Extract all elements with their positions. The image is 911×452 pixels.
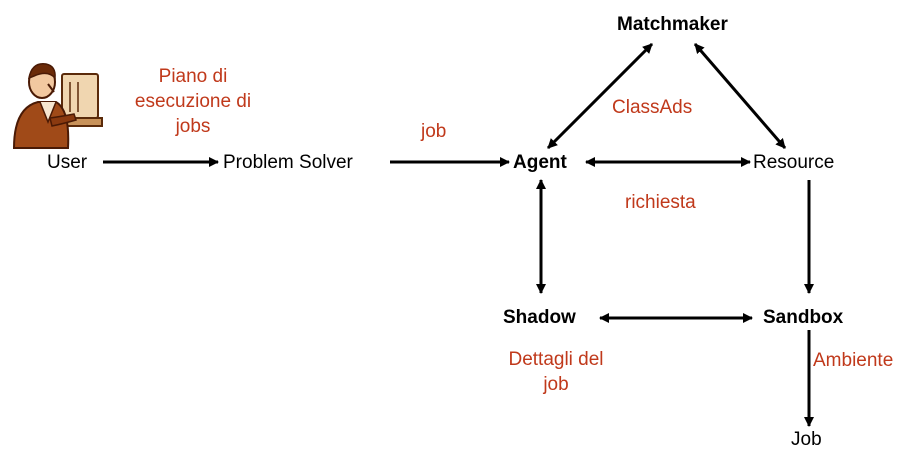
label-job-edge: job [421,121,447,142]
label-dettagli-del-job: Dettagli del job [496,347,616,397]
user-at-computer-icon [12,63,103,149]
label-piano-line-1: Piano di [158,66,228,87]
label-dettagli-line-2: job [543,374,569,395]
edge-matchmaker-resource [693,43,787,149]
label-richiesta: richiesta [625,192,696,213]
node-job: Job [791,429,822,450]
label-dettagli-line-1: Dettagli del [508,349,604,370]
label-piano-line-2: esecuzione di [134,91,252,112]
node-problem-solver: Problem Solver [223,152,353,173]
edge-agent-matchmaker [546,42,654,150]
label-ambiente: Ambiente [813,350,894,371]
node-matchmaker: Matchmaker [617,14,728,35]
label-piano-di-esecuzione: Piano di esecuzione di jobs [128,64,258,139]
label-classads: ClassAds [612,97,693,118]
label-piano-line-3: jobs [175,116,211,137]
node-agent: Agent [513,152,567,173]
node-user: User [47,152,88,173]
node-resource: Resource [753,152,835,173]
node-sandbox: Sandbox [763,307,844,328]
node-shadow: Shadow [503,307,576,328]
